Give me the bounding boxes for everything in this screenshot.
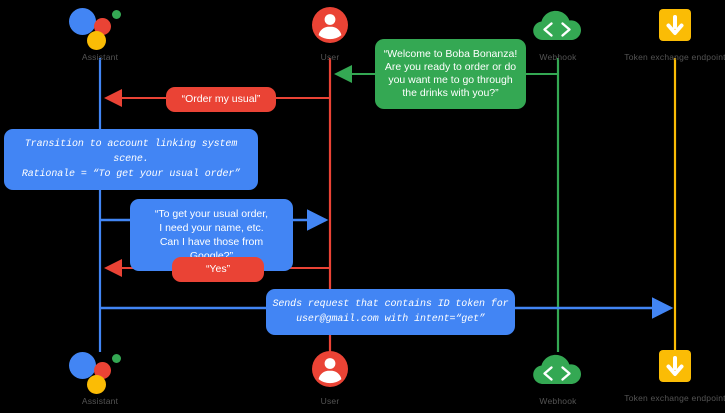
message-sends-id-token: Sends request that contains ID token for…: [266, 289, 515, 335]
actor-assistant-top[interactable]: Assistant: [40, 4, 160, 63]
actor-assistant-bottom[interactable]: Assistant: [40, 348, 160, 407]
message-order-my-usual: “Order my usual”: [166, 87, 276, 112]
actor-label-endpoint: Token exchange endpoint: [624, 393, 725, 403]
user-avatar-icon: [270, 4, 390, 48]
actor-user-top[interactable]: User: [270, 4, 390, 63]
user-avatar-icon: [270, 348, 390, 392]
actor-webhook-top[interactable]: Webhook: [498, 4, 618, 63]
cloud-code-icon: [498, 4, 618, 48]
actor-label-assistant: Assistant: [81, 396, 119, 406]
actor-endpoint-top[interactable]: Token exchange endpoint: [615, 4, 725, 63]
actor-label-user: User: [320, 52, 340, 62]
actor-label-webhook: Webhook: [539, 52, 577, 62]
google-assistant-icon: [40, 4, 160, 50]
message-yes: “Yes”: [172, 257, 264, 282]
token-download-icon: [615, 345, 725, 389]
actor-label-webhook: Webhook: [539, 396, 577, 406]
actor-label-endpoint: Token exchange endpoint: [624, 52, 725, 62]
cloud-code-icon: [498, 348, 618, 392]
actor-label-assistant: Assistant: [81, 52, 119, 62]
actor-label-user: User: [320, 396, 340, 406]
google-assistant-icon: [40, 348, 160, 394]
message-welcome: “Welcome to Boba Bonanza! Are you ready …: [375, 39, 526, 109]
actor-user-bottom[interactable]: User: [270, 348, 390, 407]
actor-webhook-bottom[interactable]: Webhook: [498, 348, 618, 407]
actor-endpoint-bottom[interactable]: Token exchange endpoint: [615, 345, 725, 404]
token-download-icon: [615, 4, 725, 48]
message-transition-note: Transition to account linking system sce…: [4, 129, 258, 190]
